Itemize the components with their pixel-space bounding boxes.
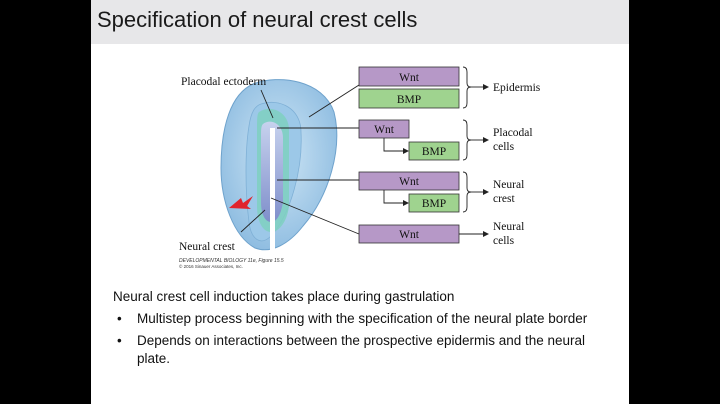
box-crest-bmp-label: BMP [422,198,446,210]
bullet-text: Multistep process beginning with the spe… [137,311,588,326]
outcome-placodal-1: Placodal [493,127,533,139]
outcome-placodal-2: cells [493,141,515,153]
box-placodal-bmp [408,141,460,161]
box-placodal-wnt-label: Wnt [374,124,395,136]
figure-credit: DEVELOPMENTAL BIOLOGY 11e, Figure 15.5 [179,258,284,264]
label-neural-crest: Neural crest [179,241,236,253]
box-crest-wnt [358,171,460,191]
slide: Specification of neural crest cells [91,0,629,404]
slide-title: Specification of neural crest cells [97,7,418,32]
bullet-icon: • [117,333,122,348]
bullet-item: • Multistep process beginning with the s… [111,310,611,328]
figure-copyright: © 2016 Sinauer Associates, Inc. [179,263,243,269]
box-epidermis-wnt [358,66,460,87]
outcome-epidermis: Epidermis [493,82,541,94]
label-placodal-ectoderm: Placodal ectoderm [181,76,266,88]
outcome-crest-2: crest [493,193,516,205]
bullet-item: • Depends on interactions between the pr… [111,332,611,368]
outcome-neural-1: Neural [493,221,524,233]
slide-body: Neural crest cell induction takes place … [111,288,611,372]
neural-groove [270,128,275,252]
box-neural-wnt-label: Wnt [399,229,420,241]
box-epidermis-bmp [358,88,460,109]
box-crest-wnt-label: Wnt [399,176,420,188]
box-epidermis-bmp-label: BMP [397,94,421,106]
box-crest-bmp [408,193,460,213]
bullet-icon: • [117,311,122,326]
title-band: Specification of neural crest cells [91,0,629,44]
box-placodal-bmp-label: BMP [422,146,446,158]
bracket-placodal [462,119,472,161]
bullet-list: • Multistep process beginning with the s… [111,310,611,368]
lead-text: Neural crest cell induction takes place … [113,289,455,304]
box-epidermis-wnt-label: Wnt [399,72,420,84]
outcome-crest-1: Neural [493,179,524,191]
neural-crest-figure: Placodal ectoderm Neural crest DEVELOPME… [179,66,541,269]
red-arrow [229,196,253,209]
bullet-text: Depends on interactions between the pros… [137,333,586,366]
outcome-neural-2: cells [493,235,515,247]
bracket-epidermis [462,66,472,109]
bracket-crest [462,171,472,213]
